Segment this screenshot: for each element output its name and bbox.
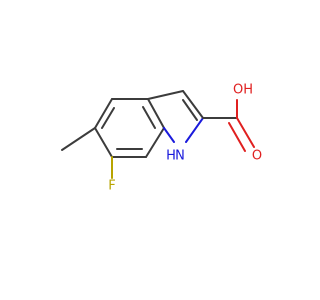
bond-c7a-c3a-inner (142, 106, 156, 129)
nitrogen-hydrogen-label: H (166, 149, 176, 164)
bond-c2-n1 (185, 117, 204, 143)
carbonyl-oxygen-label: O (252, 149, 262, 164)
bond-c3a-c3 (147, 90, 184, 100)
nitrogen-label: N (175, 149, 185, 164)
fluorine-label: F (108, 179, 115, 194)
bond-c4-c5-inner (101, 107, 115, 129)
structure-drawing: OH O N H F (61, 83, 262, 194)
hydroxyl-label: OH (233, 83, 253, 98)
bond-c3-c2 (182, 90, 204, 119)
bond-c5-c6 (94, 127, 113, 158)
bond-carboxyl-co-second (228, 122, 246, 152)
bond-carboxyl-co (236, 117, 255, 148)
bond-c3-c2-inner (182, 99, 198, 121)
bond-c4-c5 (94, 98, 113, 129)
bond-n1-c7a (163, 127, 175, 143)
bond-c7a-c3a (147, 98, 165, 129)
bond-c6-methyl (61, 127, 96, 151)
molecule-diagram: OH O N H F (61, 83, 262, 194)
bond-c7-c7a (145, 127, 165, 158)
